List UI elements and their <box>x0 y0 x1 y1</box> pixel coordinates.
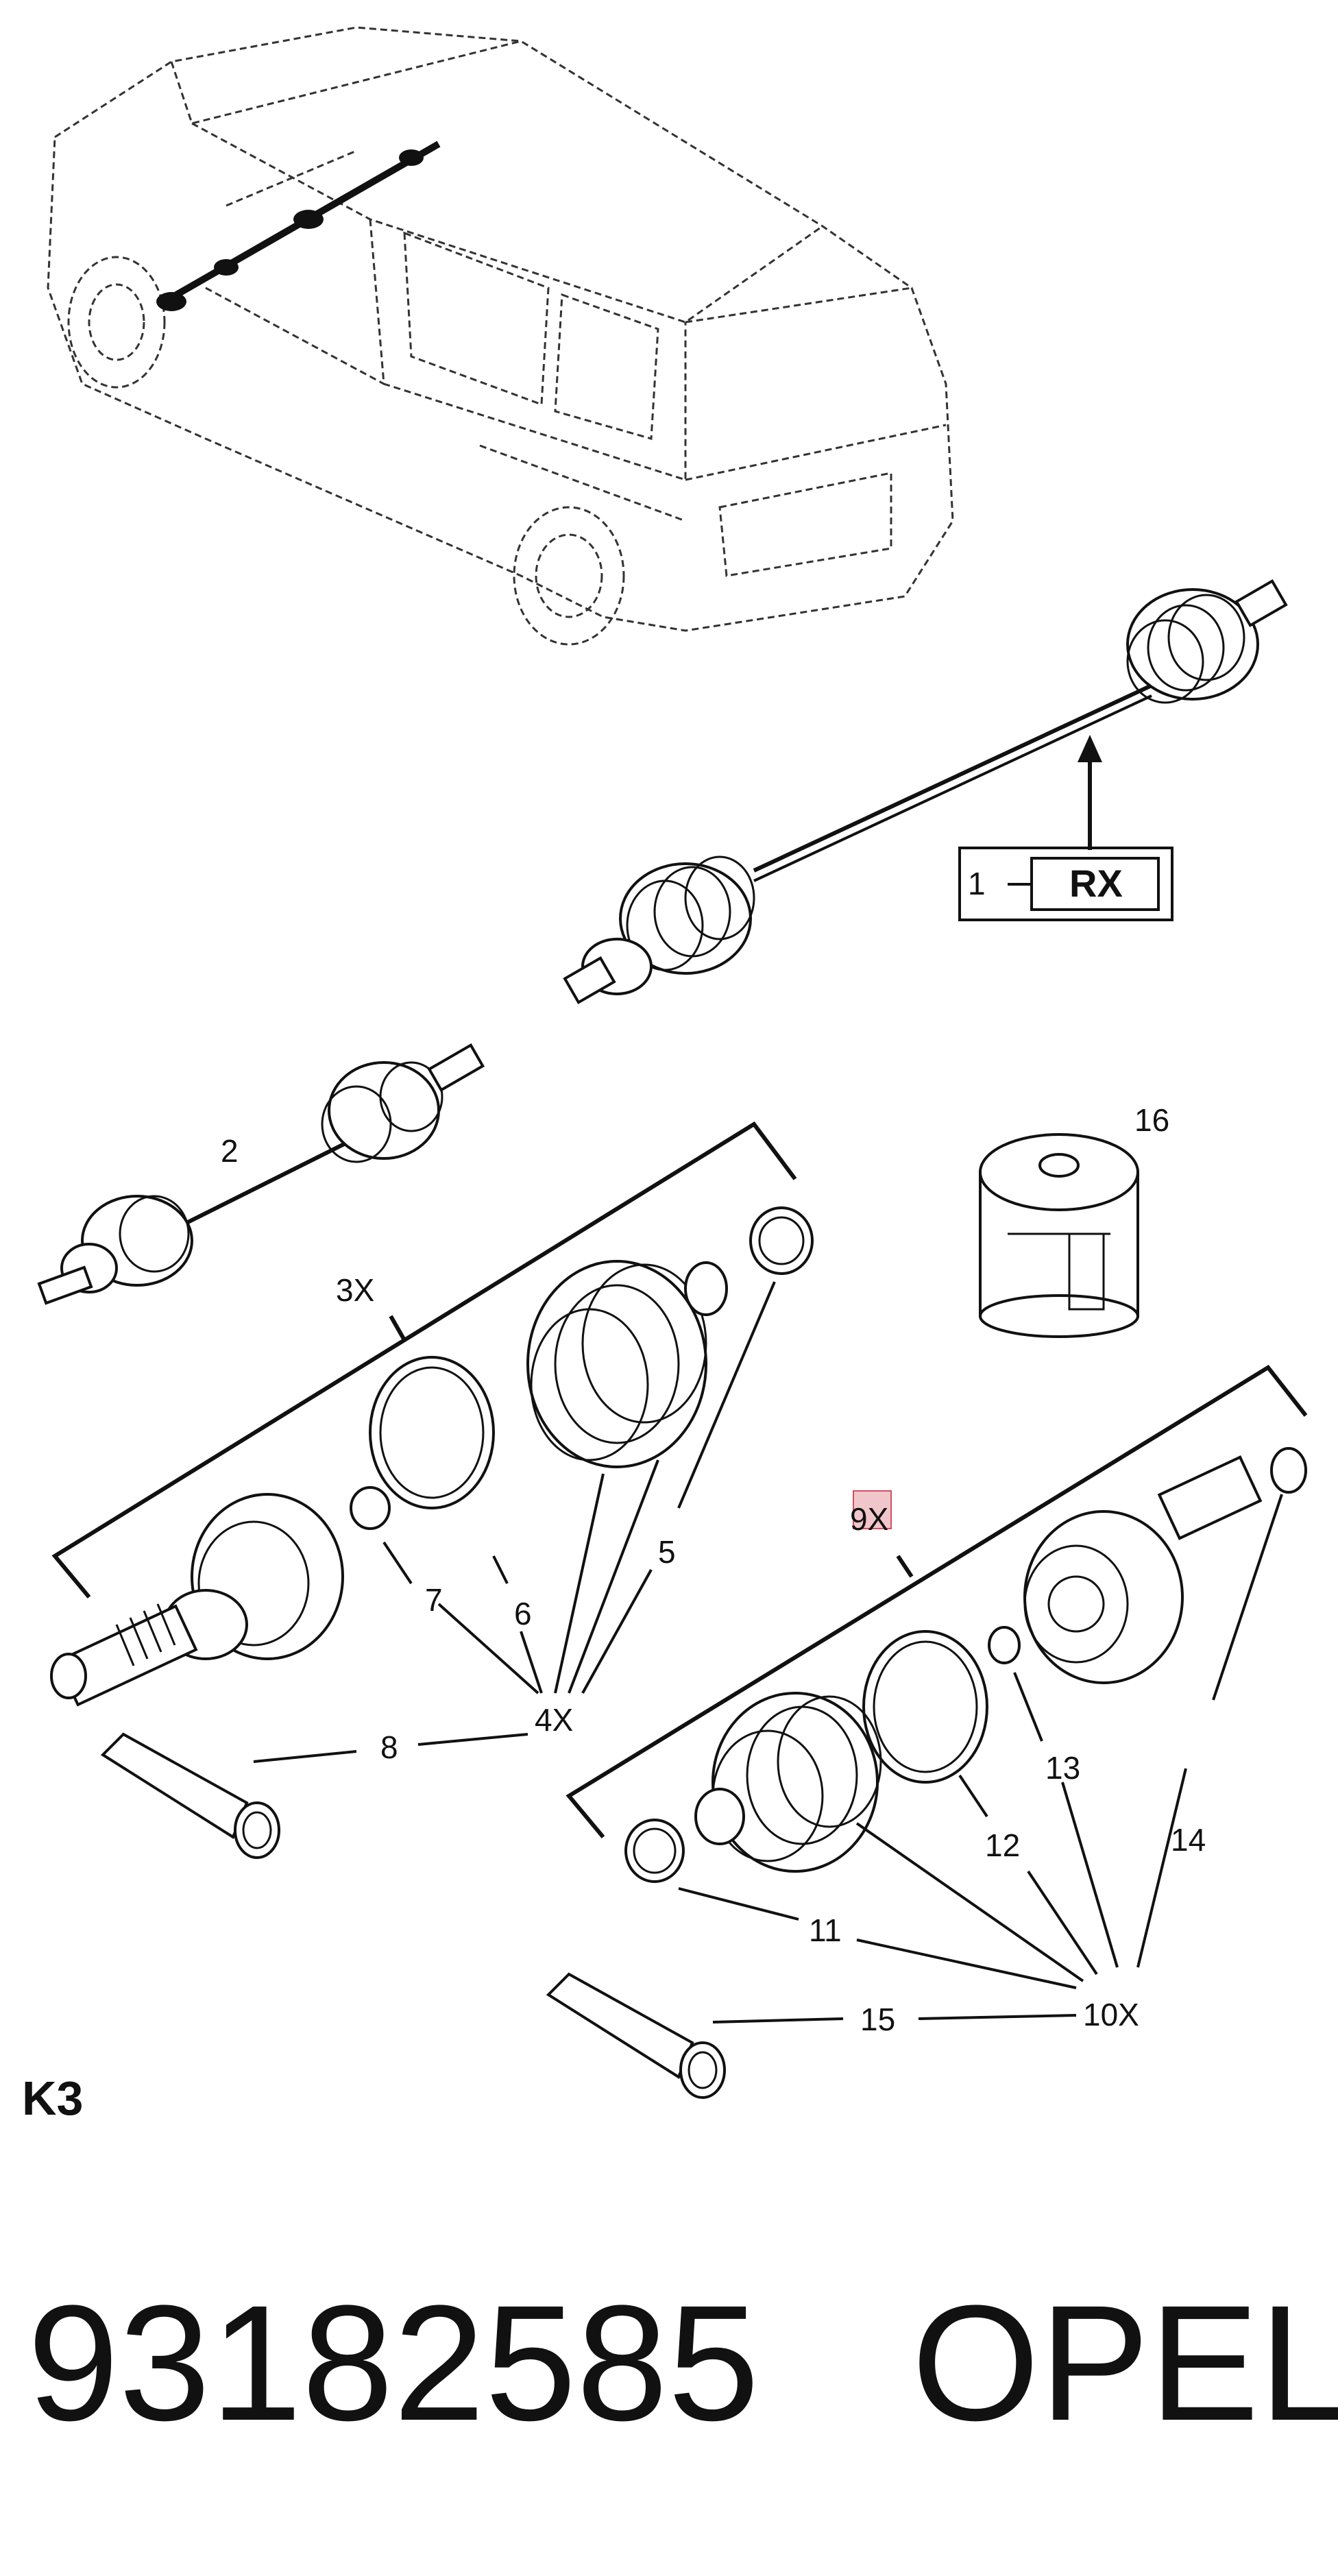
label-13: 13 <box>1045 1750 1080 1786</box>
leaders-10x: 13 14 12 11 10X <box>678 1494 1283 2032</box>
part-7-ring <box>350 1486 391 1530</box>
part-14-ring <box>1270 1447 1307 1494</box>
label-12: 12 <box>985 1827 1020 1863</box>
part-6-clamp <box>369 1356 495 1509</box>
part-cv-joint-outer <box>50 1493 344 1707</box>
label-7: 7 <box>425 1582 443 1618</box>
label-15: 15 <box>860 2002 895 2037</box>
part-small-clamp-upper <box>749 1206 814 1275</box>
section-code: K3 <box>22 2071 83 2125</box>
label-8: 8 <box>380 1729 398 1765</box>
kit-9x-bracket: 9X <box>565 1365 1308 1838</box>
leaders-4x: 5 6 7 4X <box>382 1281 776 1738</box>
label-1: 1 <box>968 866 986 901</box>
label-2: 2 <box>221 1133 239 1169</box>
label-rx: RX <box>1069 862 1123 905</box>
callout-1: 1 RX <box>958 735 1173 921</box>
part-16-container: 16 <box>979 1102 1169 1338</box>
part-2-driveshaft: 2 <box>37 1043 485 1305</box>
vehicle-illustration <box>47 26 954 646</box>
label-16: 16 <box>1134 1102 1169 1138</box>
label-5: 5 <box>658 1534 676 1570</box>
kit-3x-bracket: 3X <box>51 1121 797 1599</box>
highlight-marker <box>853 1490 892 1529</box>
label-14: 14 <box>1171 1822 1206 1858</box>
label-6: 6 <box>514 1596 532 1631</box>
part-15-grease-tube: 15 <box>546 1972 1077 2099</box>
label-3x: 3X <box>336 1272 374 1308</box>
label-10x: 10X <box>1083 1997 1139 2032</box>
label-9x: 9X <box>850 1501 888 1537</box>
part-5-boot <box>526 1260 728 1468</box>
part-boot-lower <box>694 1692 882 1873</box>
part-8-grease-tube: 8 <box>100 1729 528 1859</box>
label-11: 11 <box>809 1912 842 1948</box>
part-13-ring <box>988 1626 1021 1664</box>
part-number: 93182585 <box>27 2271 759 2455</box>
part-11-clamp <box>624 1819 685 1883</box>
label-4x: 4X <box>535 1702 573 1738</box>
part-cv-joint-inner <box>1023 1455 1263 1684</box>
part-12-clamp <box>862 1630 988 1784</box>
brand-name: OPEL <box>912 2271 1338 2455</box>
part-1-driveshaft <box>563 579 1288 1005</box>
